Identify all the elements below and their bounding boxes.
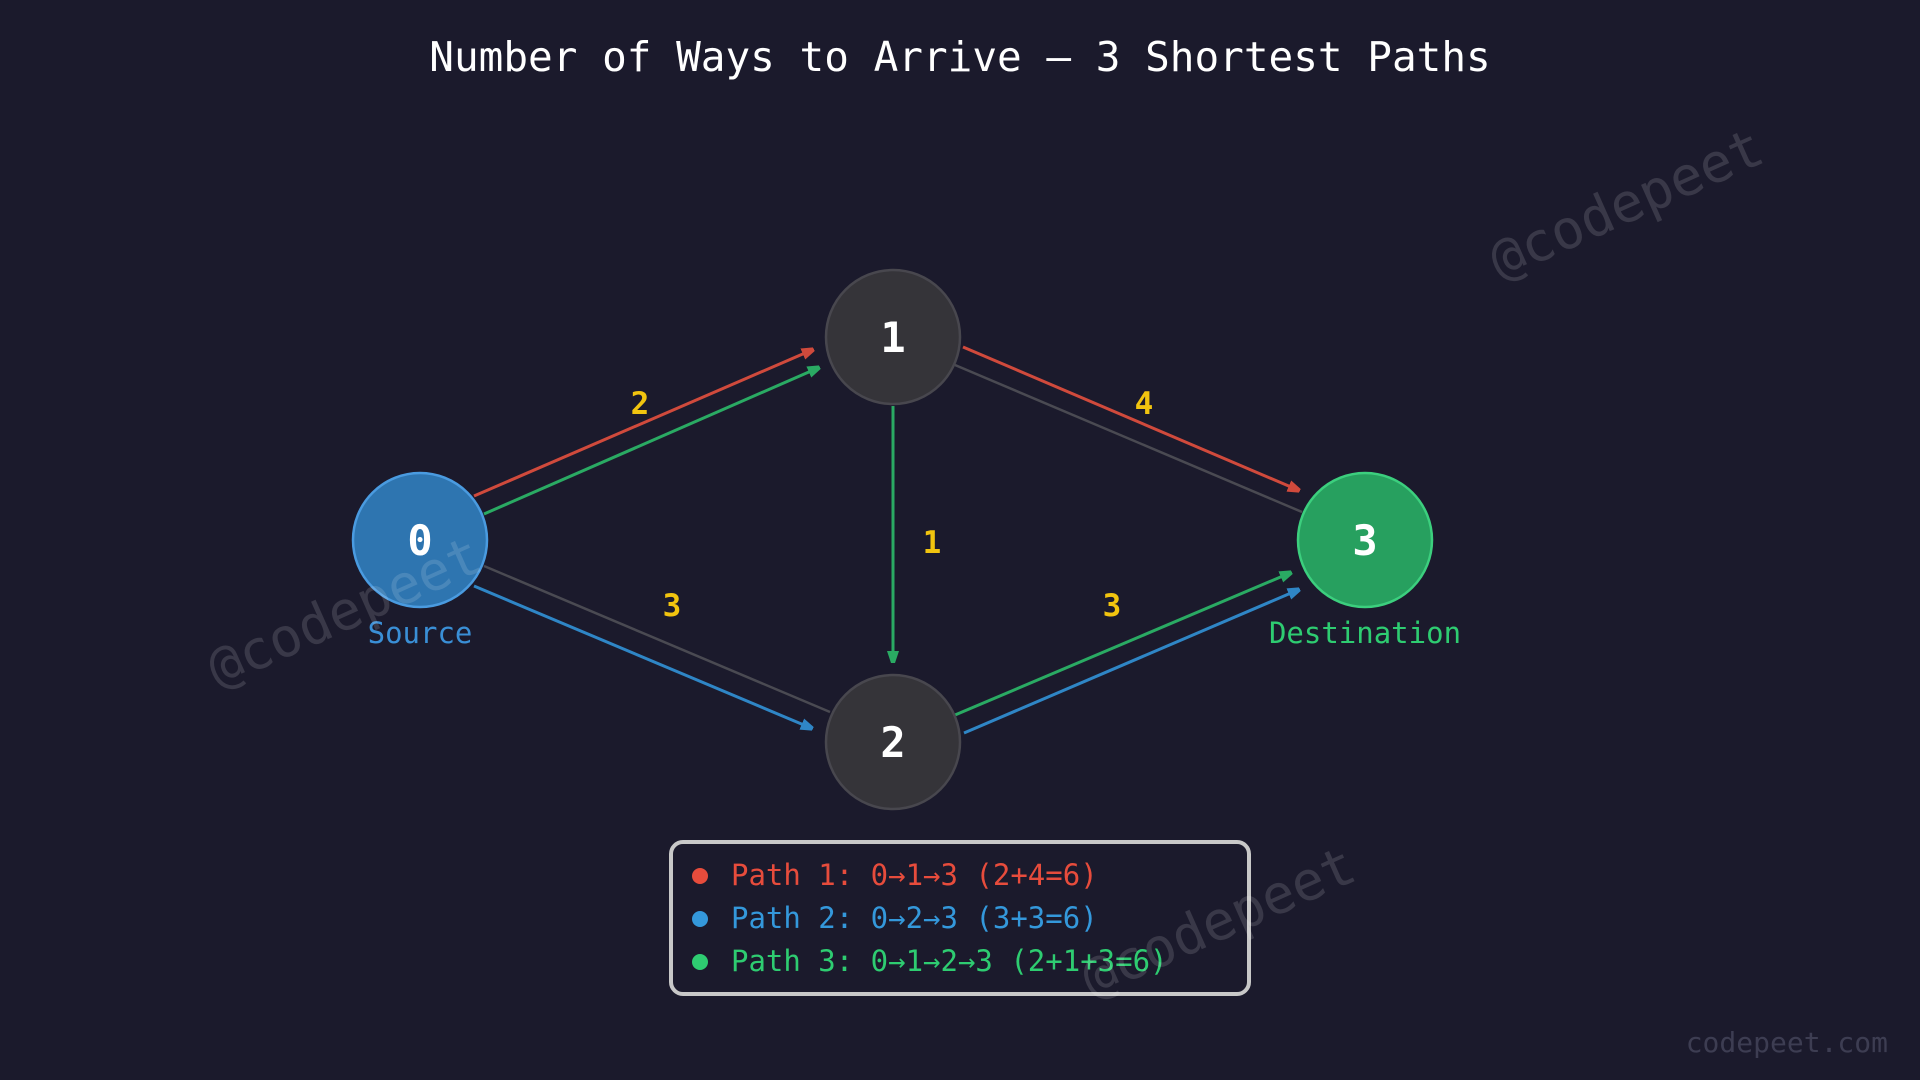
node-0-sublabel: Source <box>368 616 473 650</box>
path2-edge-0-2 <box>473 584 811 728</box>
footer-url: codepeet.com <box>1686 1026 1888 1059</box>
edge-0-2-base <box>483 564 831 714</box>
legend-item: Path 1: 0→1→3 (2+4=6) <box>692 858 1098 892</box>
watermark-left: @codepeet <box>198 523 491 700</box>
path3-edge-2-3 <box>954 573 1290 717</box>
path2-edge-2-3 <box>963 590 1298 735</box>
legend-item: Path 3: 0→1→2→3 (2+1+3=6) <box>692 944 1168 978</box>
graph-nodes: 0 Source 1 2 3 Destination <box>351 268 1461 811</box>
node-2-label: 2 <box>880 718 905 767</box>
path1-edge-1-3 <box>962 345 1298 490</box>
edge-weights: 2 4 1 3 3 <box>631 386 1154 624</box>
path3-edge-0-1 <box>483 368 818 516</box>
weight-0-1: 2 <box>631 386 650 422</box>
watermark-top-right: @codepeet <box>1480 115 1773 292</box>
node-3-sublabel: Destination <box>1269 616 1461 650</box>
legend-marker-path3 <box>692 954 708 970</box>
weight-2-3: 3 <box>1103 588 1122 624</box>
node-0-label: 0 <box>407 516 432 565</box>
node-1-label: 1 <box>880 313 905 362</box>
node-0: 0 Source <box>351 471 489 650</box>
node-2: 2 <box>824 673 962 811</box>
diagram-title: Number of Ways to Arrive — 3 Shortest Pa… <box>429 33 1490 81</box>
node-3-label: 3 <box>1352 516 1377 565</box>
node-3: 3 Destination <box>1269 471 1461 650</box>
legend-label-path1: Path 1: 0→1→3 (2+4=6) <box>731 858 1098 892</box>
edge-1-3-base <box>954 363 1303 514</box>
node-1: 1 <box>824 268 962 406</box>
legend-box <box>669 840 1251 996</box>
weight-1-3: 4 <box>1135 386 1154 422</box>
legend-item: Path 2: 0→2→3 (3+3=6) <box>692 901 1098 935</box>
legend-label-path3: Path 3: 0→1→2→3 (2+1+3=6) <box>731 944 1168 978</box>
weight-1-2: 1 <box>923 525 942 561</box>
weight-0-2: 3 <box>663 588 682 624</box>
legend-label-path2: Path 2: 0→2→3 (3+3=6) <box>731 901 1098 935</box>
path1-edge-0-1 <box>473 350 812 498</box>
graph-edges <box>473 345 1303 735</box>
legend-marker-path1 <box>692 868 708 884</box>
legend: Path 1: 0→1→3 (2+4=6) Path 2: 0→2→3 (3+3… <box>669 840 1251 996</box>
legend-marker-path2 <box>692 911 708 927</box>
